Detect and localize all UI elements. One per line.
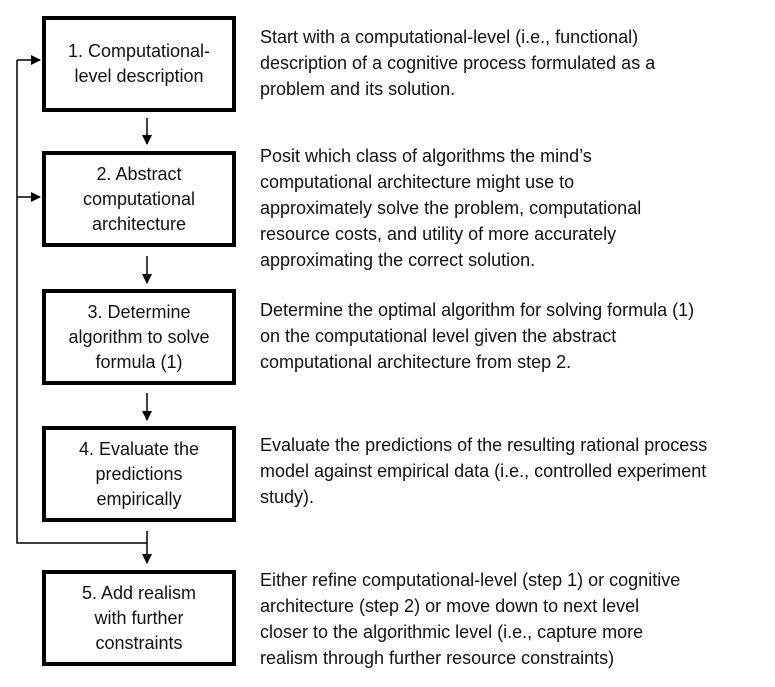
step-3-description: Determine the optimal algorithm for solv… [260,300,695,372]
step-3-box: 3. Determine algorithm to solve formula … [42,289,236,385]
step-5-box: 5. Add realism with further constraints [42,570,236,666]
step-4-label: 4. Evaluate the predictions empirically [78,438,200,509]
step-1-description: Start with a computational-level (i.e., … [260,27,656,99]
step-3-label: 3. Determine algorithm to solve formula … [68,301,210,372]
step-2-description: Posit which class of algorithms the mind… [260,146,642,270]
step-4-box: 4. Evaluate the predictions empirically [42,426,236,522]
step-4-description: Evaluate the predictions of the resultin… [260,435,708,507]
step-1-box: 1. Computational- level description [42,16,236,112]
step-2-label: 2. Abstract computational architecture [82,163,196,234]
step-1-label: 1. Computational- level description [67,41,211,86]
step-5-description: Either refine computational-level (step … [260,570,681,668]
feedback-loop-line [16,60,147,544]
step-2-box: 2. Abstract computational architecture [42,151,236,247]
step-5-label: 5. Add realism with further constraints [81,582,197,653]
